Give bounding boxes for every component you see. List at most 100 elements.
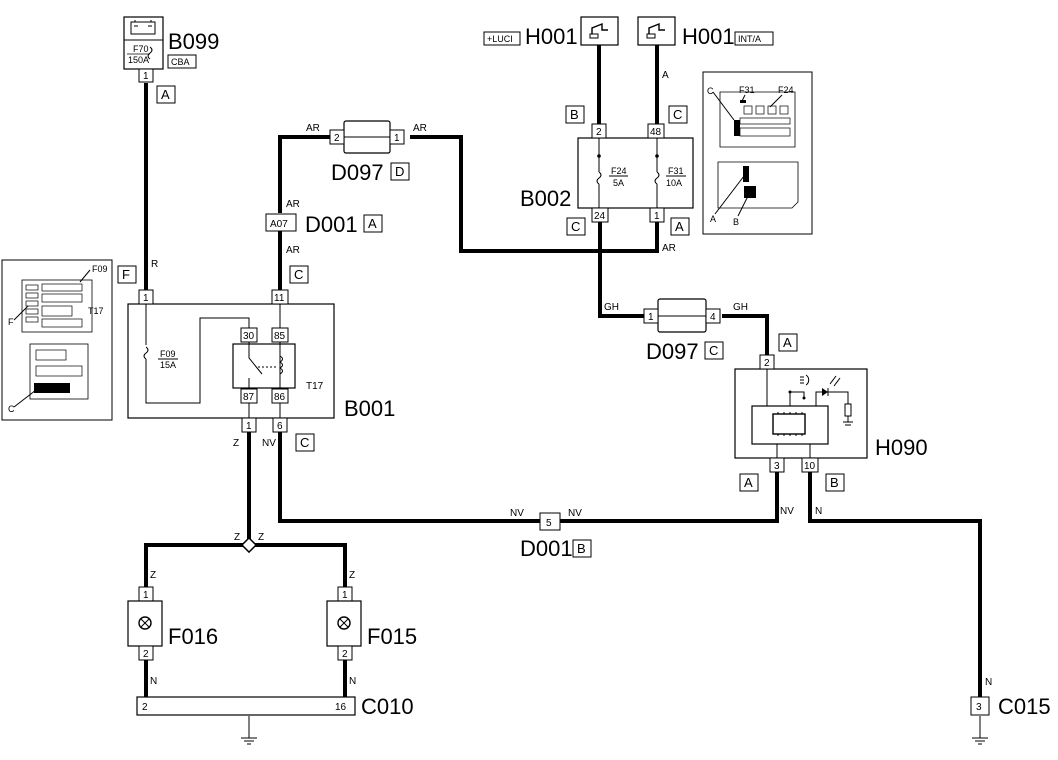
wire-label-ar: AR: [286, 245, 300, 256]
b001-relay-id: T17: [306, 381, 324, 392]
d097-top-label: D097: [331, 160, 384, 185]
d097-mid-pin-left: 1: [648, 312, 654, 323]
d001-top-label: D001: [305, 212, 358, 237]
wire-label-z: Z: [234, 532, 240, 543]
inset-right-a: A: [710, 214, 716, 224]
b001-pin-11: 11: [274, 293, 285, 304]
h090-loc-a-bottom: A: [744, 475, 753, 490]
component-h001-left: +LUCI H001: [483, 16, 619, 49]
b001-fuse-id: F09: [160, 349, 176, 359]
b002-loc-c-bottom: C: [571, 219, 580, 234]
b001-pin-bottom-1: 1: [246, 421, 252, 432]
wire-label-nv: NV: [568, 508, 582, 519]
wire-label-nv: NV: [780, 506, 794, 517]
inset-left-t17: T17: [88, 306, 104, 316]
wire-d097-b002: [410, 135, 659, 253]
wire-h090-c015: [808, 472, 982, 697]
wire-label-r: R: [151, 259, 158, 270]
component-d097-mid: 1 4 D097 C: [643, 298, 724, 364]
inset-left-f: F: [8, 317, 14, 327]
f016-label: F016: [168, 624, 218, 649]
led-icon: [815, 375, 853, 426]
wire-label-z: Z: [349, 570, 355, 581]
wire-label-ar: AR: [286, 199, 300, 210]
wire-label-gh: GH: [733, 302, 748, 313]
h090-loc-a-top: A: [783, 335, 792, 350]
b002-f31-id: F31: [668, 166, 684, 176]
component-d097-top: 2 1 D097 D: [329, 120, 410, 185]
b099-tag: CBA: [171, 57, 190, 67]
wire-a07-d097: [278, 135, 330, 213]
b002-loc-a: A: [675, 219, 684, 234]
c015-label: C015: [998, 694, 1051, 719]
component-b002: B C 2 48 F24 5A F31 10A 24 1 C A B002: [520, 105, 694, 236]
b001-loc-in: F: [122, 267, 130, 282]
f015-label: F015: [367, 624, 417, 649]
h001-right-label: H001: [682, 24, 735, 49]
b002-pin-24: 24: [594, 211, 606, 222]
b099-label: B099: [168, 29, 219, 54]
h090-loc-b: B: [830, 475, 839, 490]
b001-label: B001: [344, 396, 395, 421]
b002-loc-b: B: [570, 107, 579, 122]
junction-node: [240, 536, 258, 554]
inset-right-b: B: [733, 217, 739, 227]
wire-label-n: N: [349, 676, 356, 687]
wires: [144, 45, 982, 738]
b001-pin-87: 87: [243, 392, 255, 403]
d097-top-pin-right: 1: [394, 133, 400, 144]
b002-f24-rating: 5A: [613, 178, 624, 188]
inset-right-f31: F31: [739, 85, 755, 95]
f015-pin-1: 1: [342, 590, 348, 601]
inset-right-c: C: [707, 86, 714, 96]
component-c015: 3 C015: [970, 694, 1051, 719]
wire-label-n: N: [985, 677, 992, 688]
inset-left-c: C: [8, 404, 15, 414]
wire-b002-d097: [598, 222, 644, 318]
component-h001-right: H001 INT/A: [637, 16, 774, 49]
wire-label-nv: NV: [262, 438, 276, 449]
b002-f31-rating: 10A: [666, 178, 682, 188]
fuse-icon: [143, 346, 149, 360]
wire-label-gh: GH: [604, 302, 619, 313]
lamp-icon: [138, 616, 152, 630]
battery-icon: [130, 20, 156, 35]
c010-pin-left: 2: [142, 702, 148, 713]
d001-bottom-pin: 5: [546, 518, 552, 529]
b001-pin-85: 85: [274, 331, 286, 342]
b001-pin-30: 30: [243, 331, 255, 342]
wire-b001-d001: [278, 432, 540, 523]
component-c010: 2 16 C010: [136, 694, 414, 719]
b002-pin-1: 1: [654, 211, 660, 222]
c015-pin: 3: [976, 702, 982, 713]
wire-label-n: N: [150, 676, 157, 687]
wire-d097-h090: [722, 314, 769, 355]
headlamp-switch-icon: [589, 22, 608, 39]
f016-pin-2: 2: [143, 649, 149, 660]
d097-mid-label: D097: [646, 339, 699, 364]
wire-label-ar: AR: [306, 123, 320, 134]
b002-pin-48: 48: [650, 127, 662, 138]
b099-fuse-id: F70: [133, 44, 149, 54]
wire-label-z: Z: [150, 570, 156, 581]
component-f015: 1 2 F015: [326, 586, 417, 661]
d097-mid-loc: C: [709, 343, 718, 358]
d001-bottom-loc: B: [577, 541, 586, 556]
b002-f24-id: F24: [611, 166, 627, 176]
headlamp-switch-icon: [646, 22, 665, 39]
wire-label-n: N: [815, 506, 822, 517]
b099-pin: 1: [143, 71, 149, 82]
wire-d001-h090: [560, 472, 779, 523]
component-d001-bottom: 5 D001 B: [520, 512, 592, 561]
wire-label-ar: AR: [662, 243, 676, 254]
wire-label-nv: NV: [510, 508, 524, 519]
b001-pin-1: 1: [143, 293, 149, 304]
fuse-icon: [654, 171, 660, 185]
wire-label-a: A: [662, 70, 669, 81]
wire-label-z: Z: [233, 438, 239, 449]
component-h090: A 2 3 10: [734, 333, 928, 492]
d001-top-pin: A07: [270, 219, 288, 230]
inset-right: C F31 F24 A B: [702, 71, 813, 235]
component-b099: F70 150A 1 B099 CBA A: [123, 16, 219, 104]
